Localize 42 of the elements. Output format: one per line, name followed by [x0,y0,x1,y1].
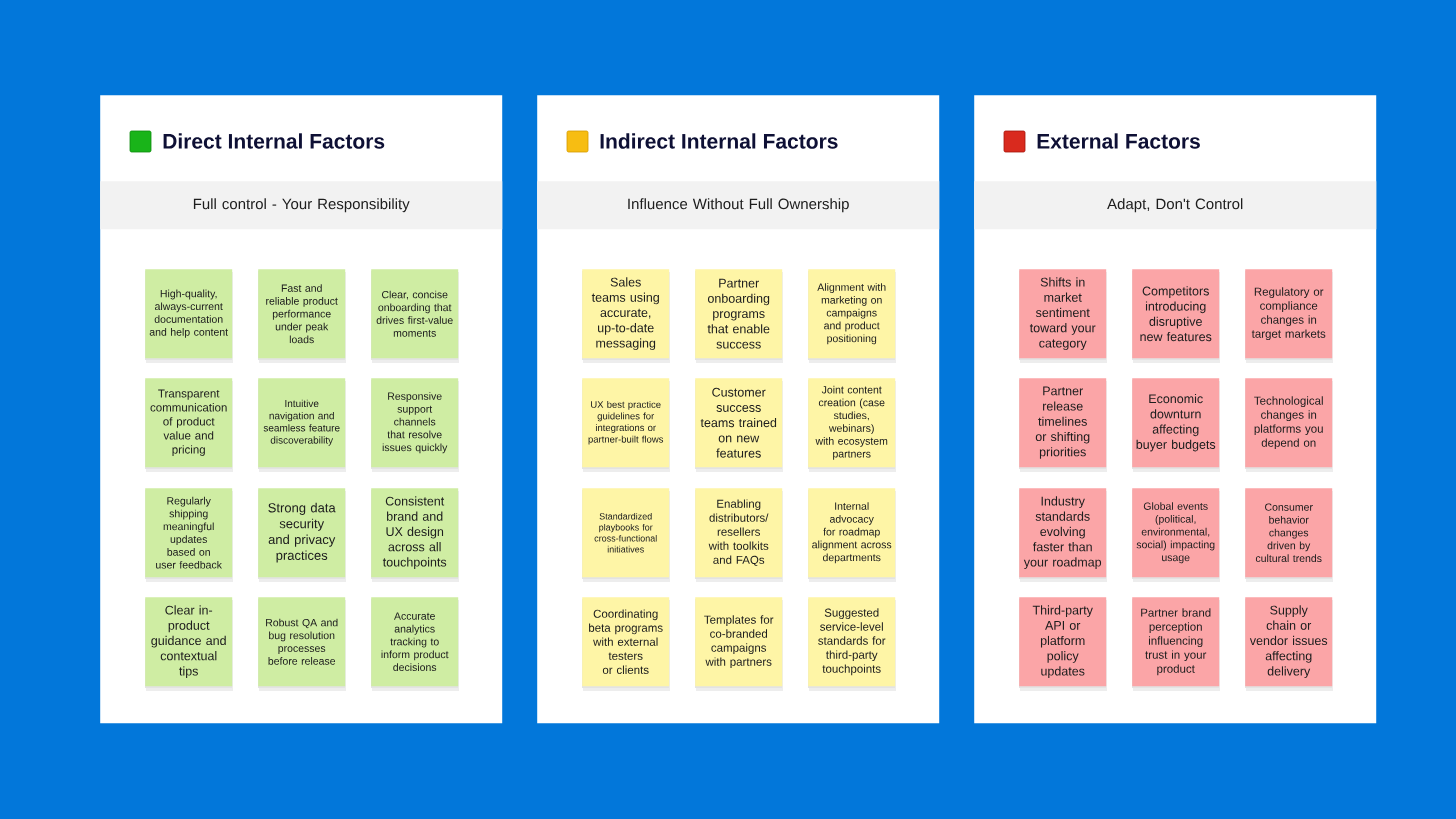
sticky-note: Customer success teams trained on new features [695,378,783,472]
sticky-note: Supply chain or vendor issues affecting delivery [1245,597,1333,691]
sticky-note: Intuitive navigation and seamless feature discoverability [258,378,346,472]
panel-heading: External Factors [1037,133,1200,149]
sticky-note: Suggested service-level standards for third-party touchpoints [808,597,896,691]
sticky-note: Partner brand perception influencing trust in your product [1132,597,1220,691]
sticky-note: Responsive support channels that resolve issues quickly [371,378,459,472]
sticky-note: Internal advocacy for roadmap alignment across departments [808,488,896,582]
sticky-note: Clear in-product guidance and contextual tips [145,597,233,691]
sticky-note: Competitors introducing disruptive new features [1132,269,1220,363]
sticky-note: Global events (political, environmental, social) impacting usage [1132,488,1220,582]
sticky-note: Clear, concise onboarding that drives first-value moments [371,269,459,363]
panel-heading: Direct Internal Factors [163,133,385,149]
sticky-note: Enabling distributors/resellers with toolkits and FAQs [695,488,783,582]
sticky-note: Templates for co-branded campaigns with partners [695,597,783,691]
sticky-note: Shifts in market sentiment toward your category [1019,269,1107,363]
sticky-note: Economic downturn affecting buyer budgets [1132,378,1220,472]
subtitle-band: Full control - Your Responsibility [100,181,503,230]
sticky-note: High-quality, always-current documentation and help content [145,269,233,363]
sticky-note: Industry standards evolving faster than your roadmap [1019,488,1107,582]
sticky-note: Alignment with marketing on campaigns and product positioning [808,269,896,363]
sticky-note: Fast and reliable product performance under peak loads [258,269,346,363]
sticky-note: Regularly shipping meaningful updates based on user feedback [145,488,233,582]
sticky-note: Accurate analytics tracking to inform product decisions [371,597,459,691]
sticky-note: Joint content creation (case studies, webinars) with ecosystem partners [808,378,896,472]
sticky-note: Standardized playbooks for cross-functional initiatives [582,488,670,582]
sticky-note: Partner onboarding programs that enable success [695,269,783,363]
sticky-note: Transparent communication of product value and pricing [145,378,233,472]
subtitle-band: Adapt, Don't Control [974,181,1377,230]
panel-heading: Indirect Internal Factors [600,133,838,149]
sticky-note: Consistent brand and UX design across all touchpoints [371,488,459,582]
sticky-note: Technological changes in platforms you depend on [1245,378,1333,472]
sticky-note: Consumer behavior changes driven by cultural trends [1245,488,1333,582]
sticky-note: UX best practice guidelines for integrations or partner-built flows [582,378,670,472]
subtitle-band: Influence Without Full Ownership [537,181,940,230]
sticky-note: Partner release timelines or shifting priorities [1019,378,1107,472]
sticky-note: Third-party API or platform policy updates [1019,597,1107,691]
sticky-note: Robust QA and bug resolution processes before release [258,597,346,691]
sticky-note: Coordinating beta programs with external testers or clients [582,597,670,691]
sticky-note: Regulatory or compliance changes in target markets [1245,269,1333,363]
sticky-note: Sales teams using accurate, up-to-date messaging [582,269,670,363]
sticky-note: Strong data security and privacy practices [258,488,346,582]
